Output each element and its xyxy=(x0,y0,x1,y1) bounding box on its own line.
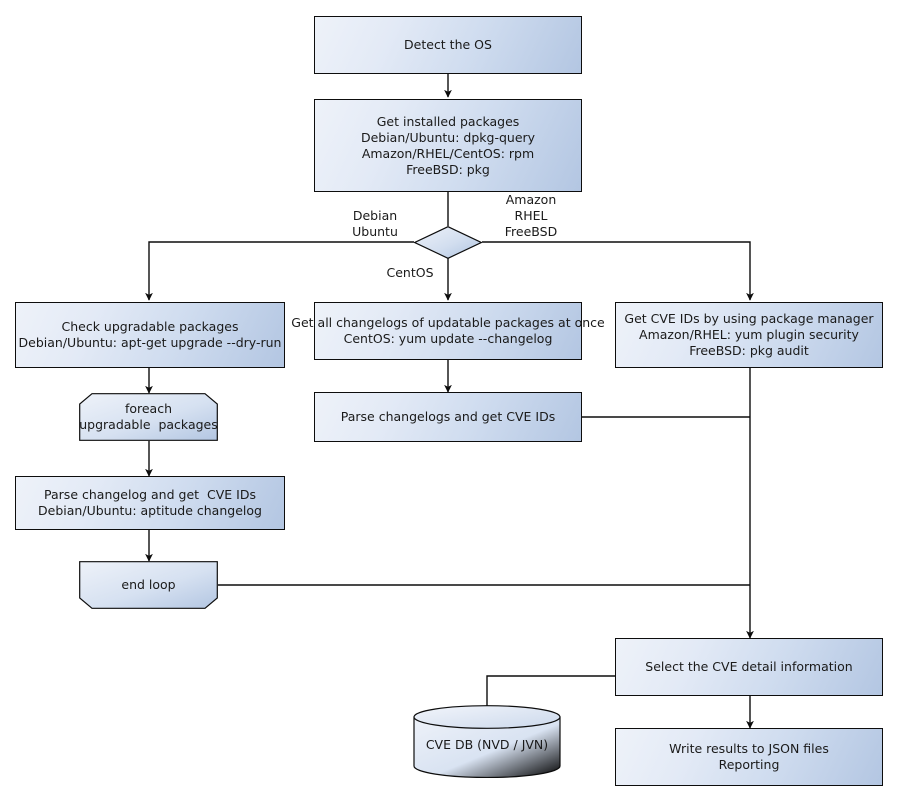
edge-label-amazon-rhel-freebsd: Amazon RHEL FreeBSD xyxy=(504,192,558,239)
node-detect-os-label: Detect the OS xyxy=(404,37,492,52)
node-parse-changelog-cve-ids[interactable]: Parse changelog and get CVE IDs Debian/U… xyxy=(15,476,285,530)
node-detect-os[interactable]: Detect the OS xyxy=(314,16,582,74)
node-select-cve-detail[interactable]: Select the CVE detail information xyxy=(615,638,883,696)
database-cylinder-shape xyxy=(413,705,561,778)
node-os-decision[interactable] xyxy=(414,226,482,259)
node-check-upgradable-packages[interactable]: Check upgradable packages Debian/Ubuntu:… xyxy=(15,302,285,368)
node-write-results[interactable]: Write results to JSON files Reporting xyxy=(615,728,883,786)
node-parse-changelogs-cve-ids[interactable]: Parse changelogs and get CVE IDs xyxy=(314,392,582,442)
node-end-loop-label: end loop xyxy=(121,577,176,592)
node-get-installed-packages-label: Get installed packages Debian/Ubuntu: dp… xyxy=(360,113,536,177)
node-foreach-label: foreach upgradable packages xyxy=(79,401,218,432)
node-cve-db[interactable]: CVE DB (NVD / JVN) xyxy=(413,705,561,778)
edge-label-centos: CentOS xyxy=(386,265,434,280)
node-write-results-label: Write results to JSON files Reporting xyxy=(669,741,829,772)
loop-start-shape xyxy=(79,393,218,441)
node-select-cve-detail-label: Select the CVE detail information xyxy=(645,659,853,674)
node-foreach-upgradable-packages[interactable]: foreach upgradable packages xyxy=(79,393,218,441)
node-parse-changelogs-cve-ids-label: Parse changelogs and get CVE IDs xyxy=(340,409,556,424)
node-get-all-changelogs[interactable]: Get all changelogs of updatable packages… xyxy=(291,302,605,360)
node-end-loop[interactable]: end loop xyxy=(79,561,218,609)
decision-diamond-shape xyxy=(414,226,482,259)
edge-decision-to-get-cve-ids xyxy=(482,241,754,301)
node-get-cve-ids-package-manager[interactable]: Get CVE IDs by using package manager Ama… xyxy=(615,302,883,368)
node-check-upgradable-packages-label: Check upgradable packages Debian/Ubuntu:… xyxy=(18,319,282,350)
edge-label-debian-ubuntu: Debian Ubuntu xyxy=(352,208,398,239)
node-get-cve-ids-package-manager-label: Get CVE IDs by using package manager Ama… xyxy=(624,311,874,358)
node-get-all-changelogs-label: Get all changelogs of updatable packages… xyxy=(291,315,605,346)
node-cve-db-label: CVE DB (NVD / JVN) xyxy=(425,736,549,752)
node-parse-changelog-cve-ids-label: Parse changelog and get CVE IDs Debian/U… xyxy=(38,487,262,518)
edge-decision-to-check-upgradable xyxy=(145,241,414,301)
node-get-installed-packages[interactable]: Get installed packages Debian/Ubuntu: dp… xyxy=(314,99,582,192)
edge-select-to-db xyxy=(486,675,615,707)
loop-end-shape xyxy=(79,561,218,609)
